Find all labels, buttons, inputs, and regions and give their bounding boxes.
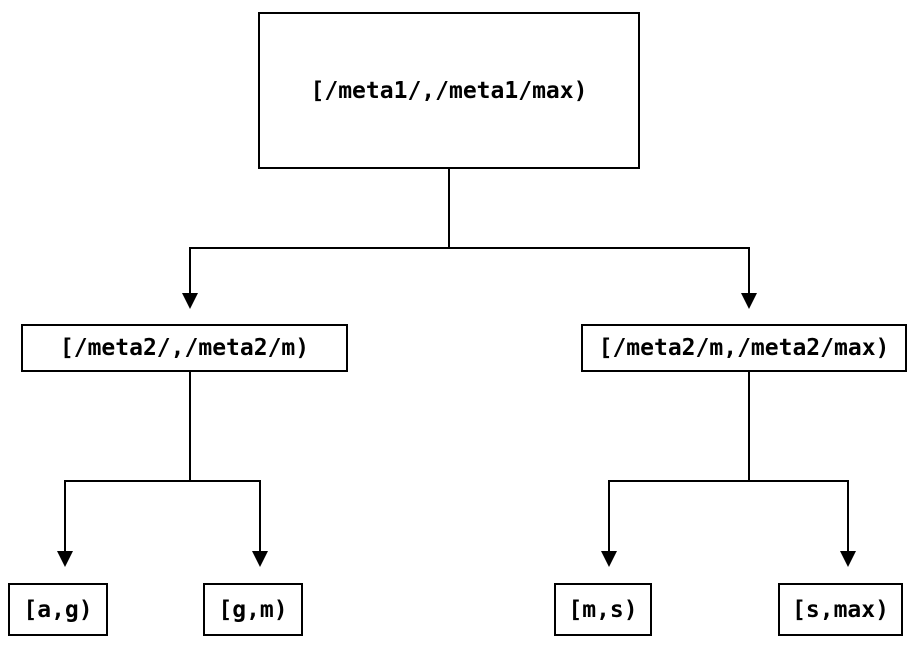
arrowhead-down-icon [57,551,73,567]
connector-left-bracket [64,480,261,554]
node-leaf-ms: [m,s) [554,583,652,636]
arrowhead-down-icon [182,293,198,309]
arrowhead-down-icon [252,551,268,567]
node-left-child-label: [/meta2/,/meta2/m) [59,335,310,361]
node-leaf-gm-label: [g,m) [218,596,288,623]
node-root-label: [/meta1/,/meta1/max) [310,77,588,104]
arrowhead-down-icon [741,293,757,309]
node-right-child: [/meta2/m,/meta2/max) [581,324,907,372]
node-leaf-gm: [g,m) [203,583,303,636]
connector-root-bracket [189,247,750,296]
arrowhead-down-icon [840,551,856,567]
node-leaf-ag-label: [a,g) [23,596,93,623]
node-right-child-label: [/meta2/m,/meta2/max) [598,335,890,361]
node-leaf-ag: [a,g) [8,583,108,636]
node-root: [/meta1/,/meta1/max) [258,12,640,169]
connector-right-bracket [608,480,849,554]
node-leaf-smax-label: [s,max) [792,596,889,623]
node-leaf-ms-label: [m,s) [568,596,638,623]
node-left-child: [/meta2/,/meta2/m) [21,324,348,372]
node-leaf-smax: [s,max) [778,583,903,636]
arrowhead-down-icon [601,551,617,567]
